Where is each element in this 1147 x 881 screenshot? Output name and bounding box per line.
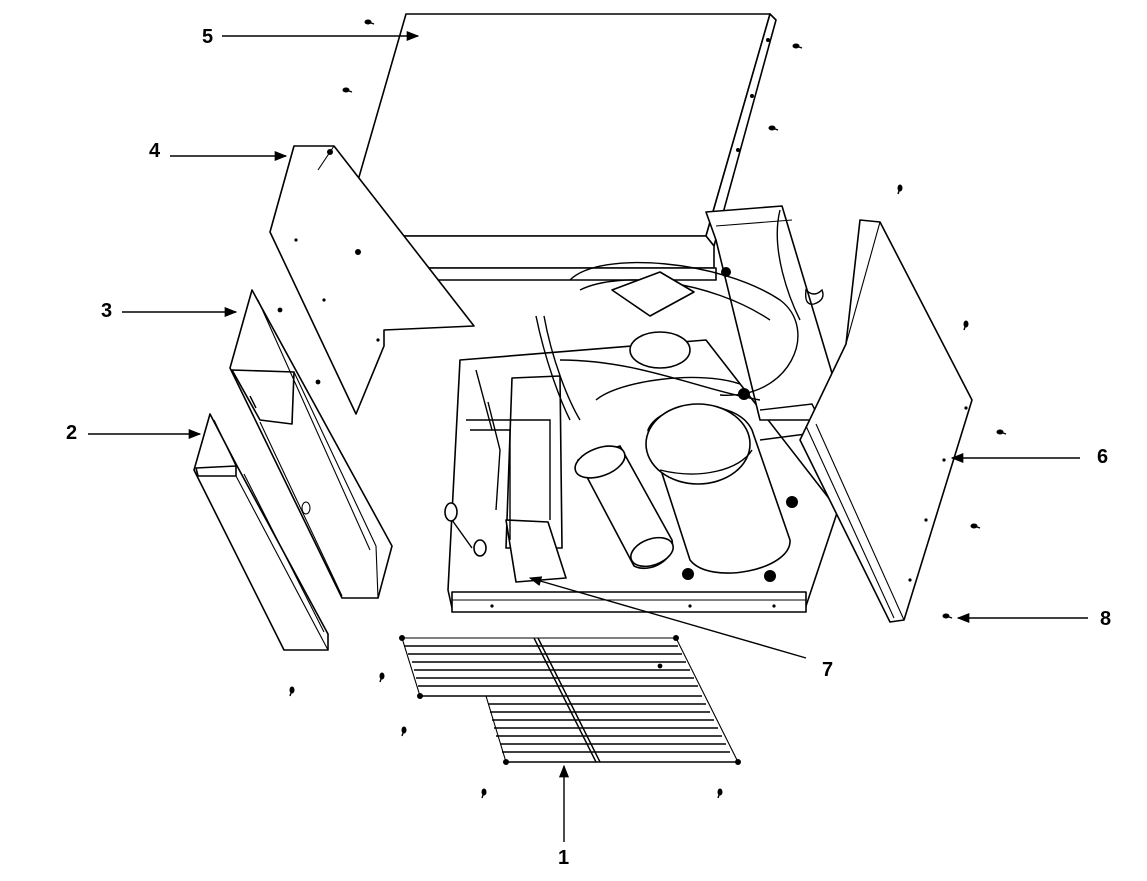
- front-grille: [399, 635, 741, 765]
- screw: [401, 726, 407, 737]
- callout-labels: 5 4 3 2 6 8 7 1: [66, 26, 1111, 869]
- screw: [970, 523, 981, 529]
- callout-leaders: [88, 30, 1088, 842]
- front-channel-panel: [229, 289, 393, 599]
- left-side-panel: [269, 145, 475, 415]
- front-lower-channel: [193, 413, 329, 651]
- callout-3: 3: [101, 300, 112, 322]
- screw: [364, 19, 375, 25]
- leader-7: [528, 576, 807, 659]
- screw: [996, 429, 1007, 435]
- top-cover-panel: [341, 13, 777, 281]
- base-unit-assembly: [444, 205, 841, 613]
- screw: [942, 613, 953, 619]
- callout-2: 2: [66, 422, 77, 444]
- callout-8: 8: [1100, 608, 1111, 630]
- callout-1: 1: [558, 847, 569, 869]
- screw: [717, 788, 723, 799]
- screw: [897, 184, 903, 195]
- callout-7: 7: [822, 659, 833, 681]
- callout-5: 5: [202, 26, 213, 48]
- screw: [481, 788, 487, 799]
- callout-4: 4: [149, 140, 161, 162]
- screw: [768, 125, 779, 131]
- callout-6: 6: [1097, 446, 1108, 468]
- screw: [963, 320, 969, 331]
- right-side-panel: [799, 219, 973, 623]
- screw: [342, 87, 353, 93]
- screw-fasteners: [289, 19, 1007, 799]
- screw: [792, 43, 803, 49]
- screw: [289, 686, 295, 697]
- screw: [379, 672, 385, 683]
